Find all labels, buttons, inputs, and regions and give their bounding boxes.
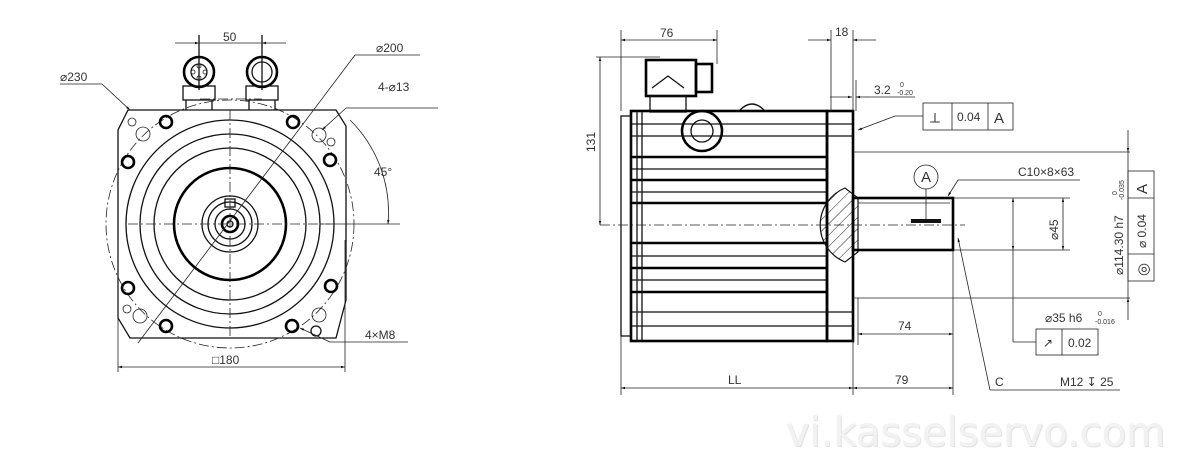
center-hole-spec: M12 ↧ 25 (1060, 375, 1114, 389)
dim-shaft-length: 79 (895, 373, 909, 387)
dim-spigot-diameter: ⌀114.30 h7 (1112, 215, 1126, 275)
dim-spigot-dia-tol-lower: -0.035 (1119, 180, 1126, 200)
side-view: 76 18 3.2 0 -0.20 ⟂ 0.04 A 131 A (584, 25, 1155, 395)
side-connector (644, 58, 714, 113)
dim-spigot-depth: 3.2 (874, 83, 891, 97)
perpendicularity-frame: ⟂ 0.04 A (922, 102, 1014, 131)
concentricity-datum: A (1134, 184, 1151, 194)
dim-angle: 45° (374, 165, 392, 179)
dim-flange-thickness: 18 (835, 25, 849, 39)
front-view: 50 ⌀200 (60, 30, 438, 372)
dim-shaft-tol-lower: -0.016 (1095, 319, 1115, 326)
key-spec: C10×8×63 (1018, 165, 1074, 179)
dim-outer-circle: ⌀230 (60, 70, 88, 84)
dim-height: 131 (584, 132, 598, 152)
dim-key-length: 74 (898, 319, 912, 333)
center-hole-label: C (995, 375, 1004, 389)
dim-shaft-diameter: ⌀35 h6 (1045, 311, 1083, 325)
perpendicularity-tolerance: 0.04 (957, 110, 981, 124)
cooling-fins (631, 111, 853, 341)
runout-frame: ↗ 0.02 (1035, 328, 1099, 356)
runout-symbol: ↗ (1043, 336, 1053, 350)
dim-connector-length: 76 (660, 26, 674, 40)
key (911, 219, 941, 223)
dim-mount-holes: 4-⌀13 (378, 80, 410, 94)
dim-connector-spacing: 50 (223, 30, 237, 44)
dim-spigot-tol-upper: 0 (900, 82, 904, 89)
perpendicularity-symbol: ⟂ (930, 110, 940, 127)
dim-shaft-tol-upper: 0 (1098, 311, 1102, 318)
watermark: vi.kasselservo.com (786, 410, 1166, 456)
concentricity-symbol: ◎ (1135, 263, 1152, 276)
runout-tolerance: 0.02 (1068, 336, 1092, 350)
datum-label: A (921, 169, 931, 186)
perpendicularity-datum: A (994, 110, 1004, 127)
dim-flange-square: □180 (212, 353, 240, 367)
concentricity-tolerance: ⌀ 0.04 (1135, 214, 1149, 248)
dim-spigot-dia-tol-upper: 0 (1112, 191, 1119, 195)
dim-pcd: ⌀200 (376, 41, 404, 55)
dim-body-length: LL (728, 373, 742, 387)
dim-spigot-tol-lower: -0.20 (897, 90, 913, 97)
flange-bolts (120, 114, 339, 337)
dim-shaft-key-height: ⌀45 (1047, 219, 1061, 240)
concentricity-frame: A ⌀ 0.04 ◎ (1127, 170, 1155, 282)
dim-tapped-holes: 4×M8 (365, 328, 396, 342)
